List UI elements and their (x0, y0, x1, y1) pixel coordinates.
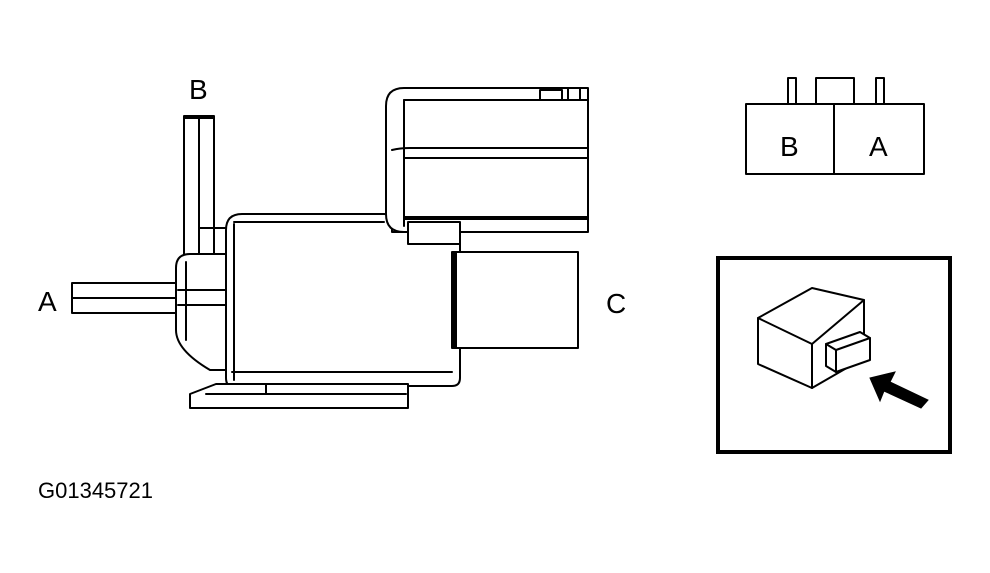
connector-pin-b-label: B (780, 131, 799, 162)
port-b-tube (183, 115, 215, 259)
tube-junction (175, 253, 231, 371)
port-a-label: A (38, 286, 57, 317)
valve-assembly (71, 87, 589, 409)
arrow-icon (869, 371, 929, 409)
electrical-connector-housing (385, 87, 589, 245)
connector-pinout: B A (745, 77, 925, 175)
figure-id: G01345721 (38, 478, 153, 503)
port-c-label: C (606, 288, 626, 319)
port-a-tube (71, 282, 177, 314)
locator-inset (716, 256, 952, 454)
port-b-label: B (189, 74, 208, 105)
port-c-block (451, 251, 579, 349)
connector-pin-a-label: A (869, 131, 888, 162)
mounting-bracket (189, 383, 409, 409)
